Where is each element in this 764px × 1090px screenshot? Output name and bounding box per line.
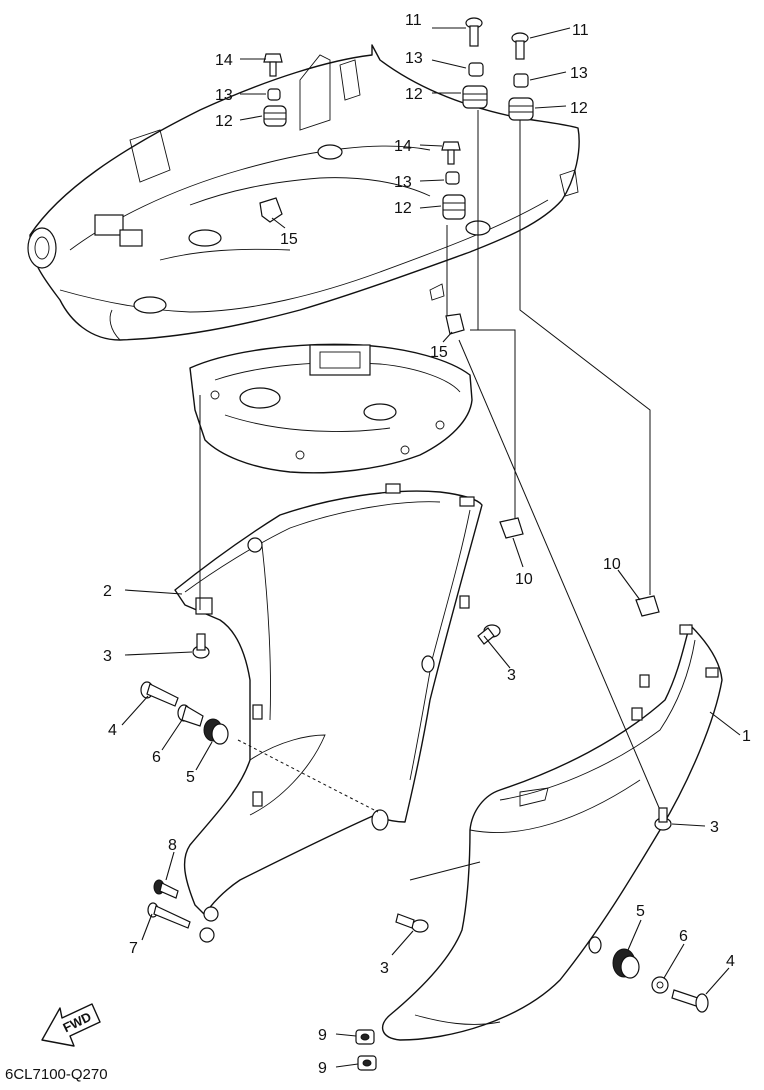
callout-15-left: 15: [280, 231, 298, 248]
callout-7: 7: [129, 940, 138, 957]
screw-3-c: [654, 807, 672, 831]
callout-13-mid: 13: [394, 174, 412, 191]
leader-lines: [121, 27, 741, 1068]
grommet-12-c: [263, 105, 287, 127]
lower-cowling-port: [174, 483, 483, 943]
nut-9-a: [355, 1029, 375, 1045]
clip-15-b: [445, 313, 465, 335]
callout-1: 1: [742, 728, 751, 745]
callout-3-right: 3: [710, 819, 719, 836]
callout-8: 8: [168, 837, 177, 854]
callout-12-mid: 12: [394, 200, 412, 217]
bottom-cowling-tray: [27, 44, 580, 341]
callout-14-upper: 14: [215, 52, 233, 69]
callout-13-upper-left: 13: [215, 87, 233, 104]
lower-cowling-starboard: [381, 624, 723, 1041]
callout-4-left: 4: [108, 722, 117, 739]
assembly-guide-lines: [199, 110, 661, 881]
collar-13-d: [445, 171, 460, 185]
grommet-12-b: [508, 97, 534, 121]
clip-15-a: [259, 197, 283, 223]
callout-5-left: 5: [186, 769, 195, 786]
callout-12-upper-left: 12: [215, 113, 233, 130]
callout-12-upper-right: 12: [570, 100, 588, 117]
callout-9-upper: 9: [318, 1027, 327, 1044]
grommet-12-d: [442, 194, 466, 220]
grommet-5-right: [612, 948, 640, 979]
grommet-12-a: [462, 85, 488, 109]
callout-2: 2: [103, 583, 112, 600]
grommet-5-left: [203, 718, 229, 745]
callout-3-mid: 3: [507, 667, 516, 684]
callout-3-left: 3: [103, 648, 112, 665]
screw-3-a: [192, 633, 210, 659]
callout-4-right: 4: [726, 953, 735, 970]
callout-15-right: 15: [430, 344, 448, 361]
engine-mount-flange: [189, 343, 473, 474]
nut-10-b: [635, 595, 660, 617]
callout-5-right: 5: [636, 903, 645, 920]
callout-11-right: 11: [572, 22, 589, 39]
nut-9-b: [357, 1055, 377, 1071]
collar-6-right: [651, 976, 669, 994]
callout-10-left: 10: [515, 571, 533, 588]
collar-13-b: [513, 73, 529, 88]
fwd-arrow: FWD: [41, 1003, 101, 1047]
callout-13-upper-mid: 13: [405, 50, 423, 67]
bolt-4-right: [671, 989, 709, 1013]
screw-3-b: [477, 624, 501, 645]
collar-13-c: [267, 88, 281, 101]
bolt-7: [147, 902, 191, 929]
callout-11-left: 11: [405, 12, 422, 29]
collar-6-left: [177, 704, 204, 727]
callout-6-right: 6: [679, 928, 688, 945]
nut-10-a: [499, 517, 524, 539]
bolt-4-left: [140, 681, 179, 707]
callout-14-mid: 14: [394, 138, 412, 155]
screw-11-right: [511, 32, 529, 60]
callout-6-left: 6: [152, 749, 161, 766]
callout-13-upper-right: 13: [570, 65, 588, 82]
callout-10-right: 10: [603, 556, 621, 573]
screw-11-left: [465, 17, 483, 47]
diagram-code: 6CL7100-Q270: [5, 1066, 108, 1083]
callout-9-lower: 9: [318, 1060, 327, 1077]
hardware-parts: [140, 17, 709, 1071]
bolt-14-b: [441, 141, 461, 165]
screw-3-d: [395, 913, 429, 933]
callout-labels: 11 11 14 13 13 12 12 12 13 14 13 12 15 1…: [103, 12, 751, 1077]
callout-12-upper-mid: 12: [405, 86, 423, 103]
callout-3-lower: 3: [380, 960, 389, 977]
bolt-8: [153, 879, 179, 899]
bolt-14-a: [263, 53, 283, 77]
collar-13-a: [468, 62, 484, 77]
